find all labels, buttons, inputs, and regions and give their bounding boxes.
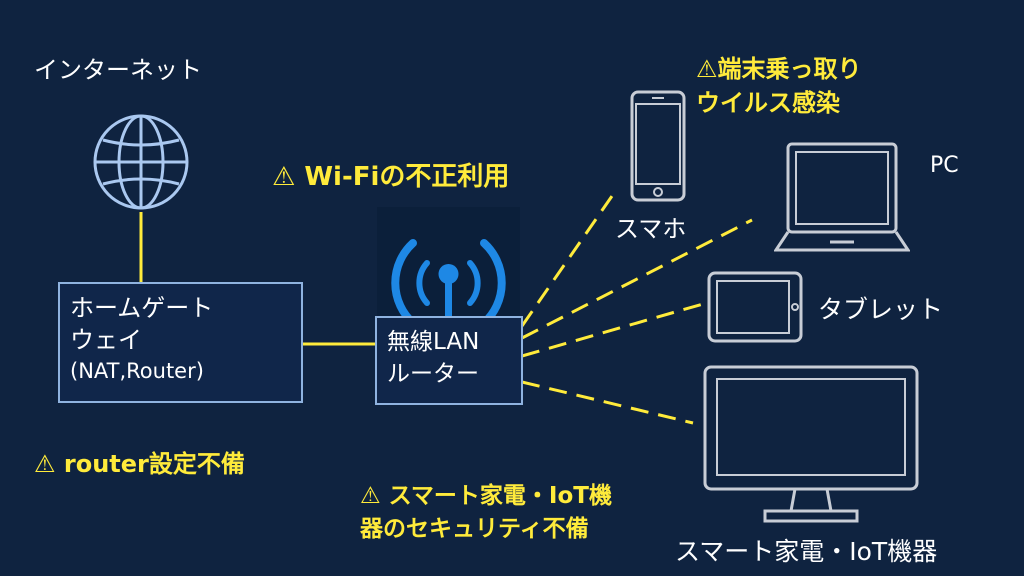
tablet-label: タブレット: [818, 295, 944, 324]
iot-warning-line2: 器のセキュリティ不備: [360, 516, 589, 542]
iot-device-label: スマート家電・IoT機器: [675, 537, 938, 566]
laptop-icon: [774, 142, 910, 252]
router-setting-warning: ⚠ router設定不備: [34, 450, 245, 478]
router-label-line2: ルーター: [387, 361, 479, 387]
device-hijack-warning: ⚠端末乗っ取り ウイルス感染: [696, 52, 862, 120]
smartphone-label: スマホ: [615, 215, 687, 243]
iot-warning-line1: ⚠ スマート家電・IoT機: [360, 483, 612, 509]
wireless-link-smartphone: [520, 195, 614, 327]
wireless-link-tablet: [521, 302, 704, 358]
tablet-icon: [707, 271, 803, 343]
router-label-line1: 無線LAN: [387, 329, 480, 355]
gateway-label-line1: ホームゲート: [70, 294, 214, 322]
globe-icon: [93, 114, 189, 210]
wireless-link-pc: [521, 218, 753, 340]
wireless-link-iot: [521, 380, 694, 425]
device-warning-line1: ⚠端末乗っ取り: [696, 55, 862, 83]
wireless-router-box: 無線LAN ルーター: [375, 316, 523, 405]
pc-label: PC: [930, 153, 959, 178]
wifi-misuse-warning: ⚠ Wi-Fiの不正利用: [272, 162, 510, 192]
gateway-label-line3: (NAT,Router): [70, 359, 204, 383]
gateway-label-line2: ウェイ: [70, 326, 142, 354]
monitor-icon: [703, 365, 919, 523]
internet-label: インターネット: [34, 56, 202, 84]
device-warning-line2: ウイルス感染: [696, 89, 840, 117]
wifi-antenna-icon: [391, 239, 506, 339]
iot-security-warning: ⚠ スマート家電・IoT機 器のセキュリティ不備: [360, 480, 612, 546]
home-gateway-box: ホームゲート ウェイ (NAT,Router): [58, 282, 303, 403]
smartphone-icon: [630, 90, 686, 202]
